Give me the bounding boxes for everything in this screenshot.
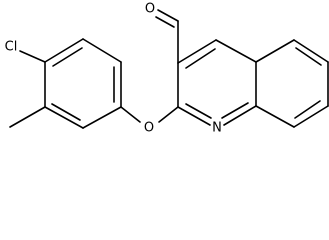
ring-bond — [255, 105, 295, 128]
substituent-bonds — [9, 50, 179, 128]
chlorophenyl-ring — [44, 38, 122, 129]
aldehyde-group — [155, 9, 179, 64]
chemical-structure-diagram: Cl O O N — [5, 2, 329, 136]
quinoline-pyridine-ring — [177, 39, 257, 126]
ring-bond — [223, 105, 257, 126]
ring-bond — [215, 39, 257, 63]
aldehyde-oxygen-atom-label: O — [145, 2, 155, 17]
ring-double-bond — [294, 100, 321, 119]
ether-bond-right — [158, 106, 179, 123]
ring-double-bond — [51, 103, 81, 121]
ring-bond — [44, 106, 84, 129]
ring-double-bond — [185, 103, 212, 119]
ether-oxygen-atom-label: O — [144, 121, 154, 136]
ring-bond — [255, 39, 295, 63]
ring-bond — [177, 39, 217, 64]
ring-double-bond — [185, 48, 216, 69]
ring-bond — [82, 38, 122, 63]
aldehyde-double-bond — [157, 9, 179, 22]
ring-double-bond — [52, 47, 83, 67]
ring-bond — [177, 106, 211, 126]
ring-bond — [82, 106, 122, 129]
aldehyde-double-bond — [155, 16, 175, 28]
chlorine-atom-label: Cl — [5, 40, 18, 55]
ring-double-bond — [221, 102, 249, 119]
nitrogen-atom-label: N — [212, 121, 222, 136]
ring-double-bond — [295, 47, 322, 66]
chloro-bond — [19, 50, 46, 63]
ring-bond — [44, 38, 84, 63]
ether-bond-left — [120, 106, 141, 123]
ring-bond — [293, 39, 329, 63]
methyl-bond — [9, 106, 46, 128]
ring-bond — [293, 105, 329, 128]
quinoline-benzo-ring — [255, 39, 329, 128]
